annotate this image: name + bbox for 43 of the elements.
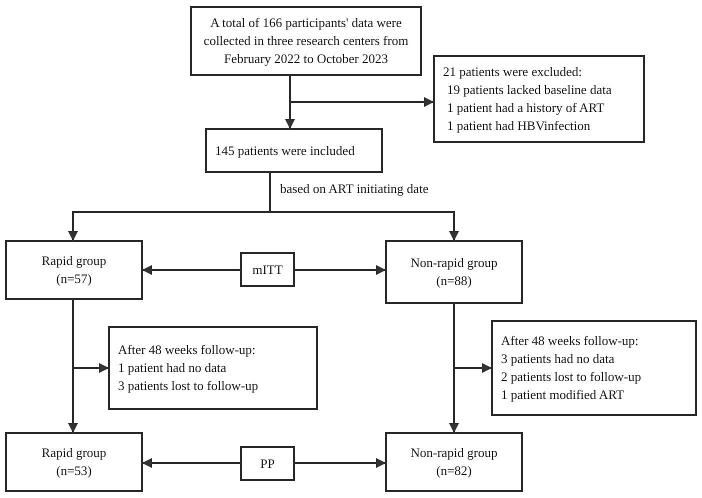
- arrow: [72, 300, 109, 373]
- process-box: [240, 252, 295, 287]
- arrow: [269, 173, 459, 241]
- box-text: 1 patient had HBVinfection: [446, 117, 590, 135]
- box-text: Non-rapid group: [410, 444, 498, 462]
- box-text: 1 patient had a history of ART: [446, 99, 604, 117]
- arrow: [295, 265, 386, 275]
- box-text: Non-rapid group: [410, 254, 498, 272]
- process-box: [190, 6, 422, 76]
- box-text: After 48 weeks follow-up:: [501, 332, 639, 350]
- box-text: Rapid group: [42, 444, 106, 462]
- arrow: [295, 458, 386, 468]
- arrow: [142, 458, 240, 468]
- box-text: 3 patients lost to follow-up: [118, 377, 258, 395]
- process-box: [5, 240, 143, 300]
- arrow: [289, 76, 434, 107]
- box-text: (n=88): [436, 272, 472, 290]
- box-text: (n=53): [56, 462, 92, 480]
- box-text: A total of 166 participants' data were collected in three research centers from February 2022 to October 2023: [202, 14, 410, 68]
- box-text: Rapid group: [42, 252, 106, 270]
- process-box: [433, 55, 645, 143]
- box-text: (n=57): [56, 270, 92, 288]
- process-box: [240, 446, 295, 481]
- process-box: [5, 432, 143, 492]
- box-text: 21 patients were excluded:: [443, 63, 582, 81]
- arrow: [142, 265, 240, 275]
- box-text: 1 patient modified ART: [501, 386, 624, 404]
- process-box: [205, 128, 383, 173]
- arrow: [453, 304, 492, 373]
- box-text: (n=82): [436, 462, 472, 480]
- box-text: PP: [260, 454, 275, 472]
- edge-label: based on ART initiating date: [278, 181, 430, 197]
- process-box: [385, 432, 523, 492]
- process-box: [491, 320, 697, 416]
- box-text: 145 patients were included: [215, 142, 355, 160]
- box-text: 3 patients had no data: [501, 350, 614, 368]
- box-text: mITT: [252, 260, 283, 278]
- box-text: 1 patient had no data: [118, 359, 226, 377]
- box-text: 2 patients lost to follow-up: [501, 368, 642, 386]
- box-text: After 48 weeks follow-up:: [118, 341, 256, 359]
- process-box: [108, 326, 318, 410]
- process-box: [385, 240, 523, 304]
- box-text: 19 patients lacked baseline data: [446, 81, 612, 99]
